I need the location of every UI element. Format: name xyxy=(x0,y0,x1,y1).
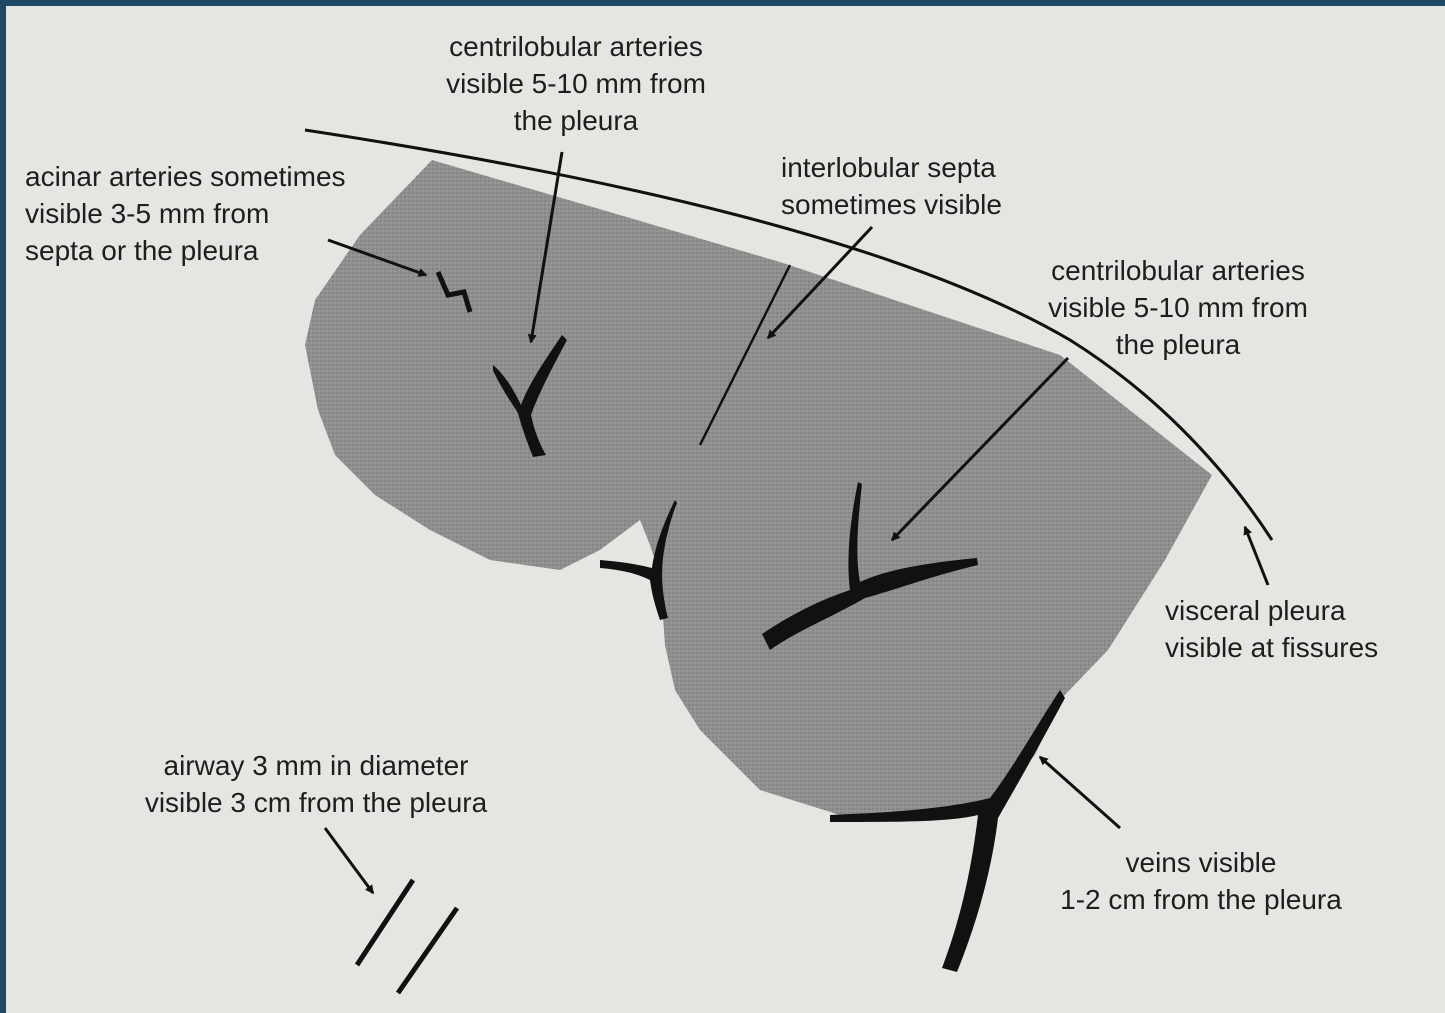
figure-frame: centrilobular arteries visible 5-10 mm f… xyxy=(6,6,1445,1013)
label-line: the pleura xyxy=(406,102,746,139)
label-line: 1-2 cm from the pleura xyxy=(1031,881,1371,918)
label-line: veins visible xyxy=(1031,844,1371,881)
airway-wall-line xyxy=(398,908,457,993)
label-line: the pleura xyxy=(1008,326,1348,363)
label-airway: airway 3 mm in diameter visible 3 cm fro… xyxy=(106,747,526,821)
label-interlobular-septa: interlobular septa sometimes visible xyxy=(781,149,1002,223)
label-line: visible 3-5 mm from xyxy=(25,195,346,232)
label-line: visible at fissures xyxy=(1165,629,1378,666)
label-centrilobular-arteries-left: centrilobular arteries visible 5-10 mm f… xyxy=(406,28,746,139)
label-line: acinar arteries sometimes xyxy=(25,158,346,195)
airway-wall-line xyxy=(357,880,413,965)
label-acinar-arteries: acinar arteries sometimes visible 3-5 mm… xyxy=(25,158,346,269)
label-line: septa or the pleura xyxy=(25,232,346,269)
label-line: interlobular septa xyxy=(781,149,1002,186)
label-line: centrilobular arteries xyxy=(1008,252,1348,289)
label-line: centrilobular arteries xyxy=(406,28,746,65)
label-line: airway 3 mm in diameter xyxy=(106,747,526,784)
arrow-icon xyxy=(1245,527,1268,585)
label-visceral-pleura: visceral pleura visible at fissures xyxy=(1165,592,1378,666)
arrow-icon xyxy=(1040,757,1120,828)
label-line: visceral pleura xyxy=(1165,592,1378,629)
label-centrilobular-arteries-right: centrilobular arteries visible 5-10 mm f… xyxy=(1008,252,1348,363)
label-line: visible 5-10 mm from xyxy=(406,65,746,102)
label-line: visible 3 cm from the pleura xyxy=(106,784,526,821)
arrow-icon xyxy=(325,828,373,893)
label-veins: veins visible 1-2 cm from the pleura xyxy=(1031,844,1371,918)
label-line: visible 5-10 mm from xyxy=(1008,289,1348,326)
label-line: sometimes visible xyxy=(781,186,1002,223)
